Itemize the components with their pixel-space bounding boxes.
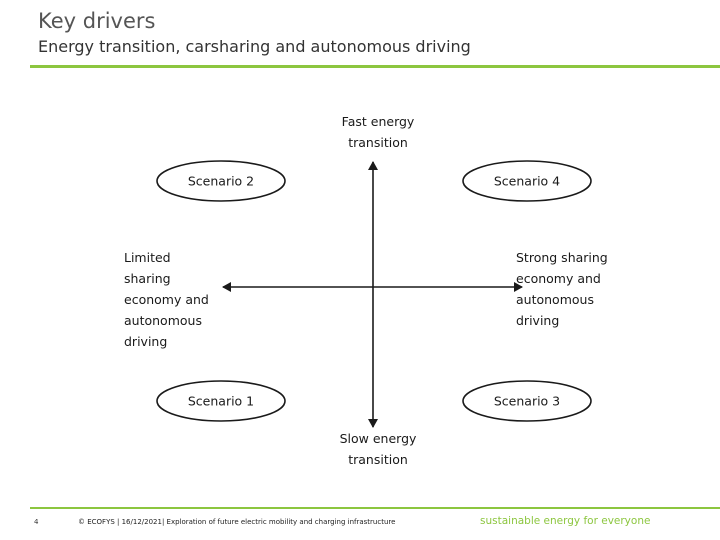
footer-divider [30,507,720,509]
footer-text: © ECOFYS | 16/12/2021| Exploration of fu… [78,518,396,526]
scenario-3-ellipse [462,380,592,422]
bottom-axis-label-line2: transition [348,452,408,467]
scenario-1-ellipse [156,380,286,422]
top-axis-label-line1: Fast energy [341,114,415,129]
left-axis-label-line: Limited [124,250,171,265]
header-divider [30,65,720,68]
scenario-4-ellipse [462,160,592,202]
scenario-3-label: Scenario 3 [493,393,561,409]
scenario-2-label: Scenario 2 [187,173,255,189]
bottom-axis-label-line1: Slow energy [339,431,417,446]
page-title: Key drivers [38,9,156,33]
left-axis-label-line: sharing [124,271,171,286]
bottom-axis-label: Slow energy transition [323,428,433,470]
scenario-1-label: Scenario 1 [187,393,255,409]
right-axis-label-line: driving [516,313,560,328]
page-subtitle: Energy transition, carsharing and autono… [38,37,471,56]
right-axis-label-line: Strong sharing [516,250,608,265]
right-axis-label-line: autonomous [516,292,594,307]
scenario-2-ellipse [156,160,286,202]
footer-tagline: sustainable energy for everyone [480,515,651,527]
left-axis-label: Limited sharing economy and autonomous d… [124,247,209,352]
left-axis-label-line: autonomous [124,313,202,328]
left-axis-label-line: economy and [124,292,209,307]
scenario-4-label: Scenario 4 [493,173,561,189]
right-axis-label: Strong sharing economy and autonomous dr… [516,247,608,331]
top-axis-label: Fast energy transition [323,111,433,153]
page-number: 4 [34,518,39,526]
right-axis-label-line: economy and [516,271,601,286]
top-axis-label-line2: transition [348,135,408,150]
left-axis-label-line: driving [124,334,168,349]
